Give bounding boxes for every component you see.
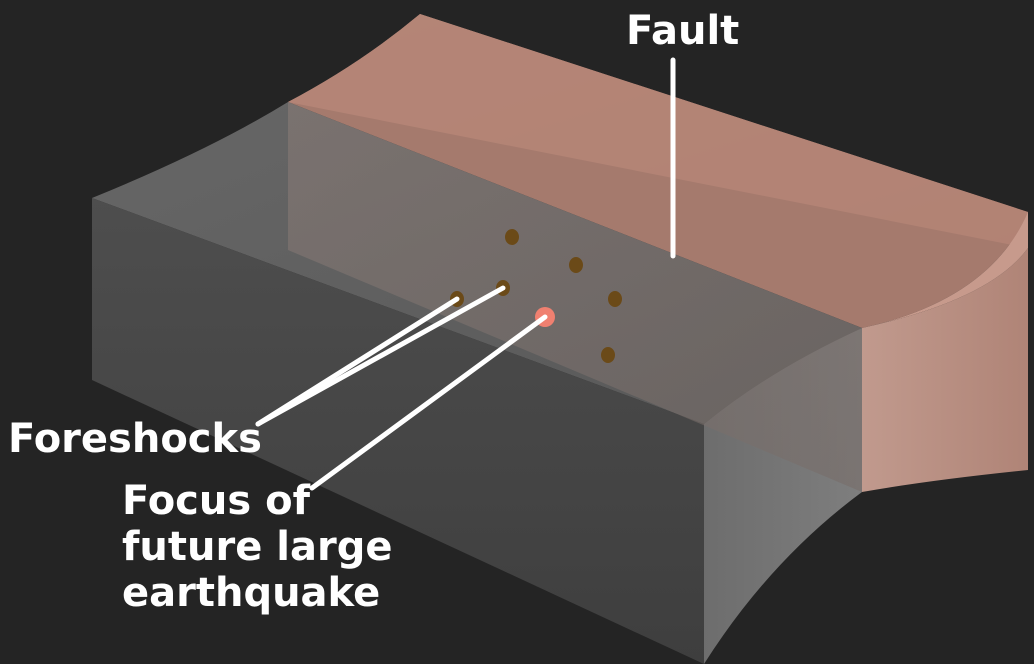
foreshocks-leader-line [255,285,506,427]
focus-label-line: future large [122,524,393,570]
foreshocks-label: Foreshocks [8,416,262,462]
pink-block-end-curve [862,212,1028,328]
pink-block-end-face [862,248,1028,492]
gray-block-front-face [92,198,704,664]
focus-leader-line [309,314,548,491]
pink-block-top-curve [288,14,1028,328]
focus-label: Focus of future large earthquake [122,478,392,616]
leader-lines [255,57,676,491]
fault-label: Fault [626,8,740,54]
foreshock-marker [601,347,615,363]
focus-label-line: earthquake [122,570,381,616]
focus-label-line: Focus of [122,478,310,524]
foreshock-marker [505,229,519,245]
fault-plane [288,102,862,492]
foreshock-marker [608,291,622,307]
pink-fault-block [288,14,1028,492]
foreshock-marker [569,257,583,273]
